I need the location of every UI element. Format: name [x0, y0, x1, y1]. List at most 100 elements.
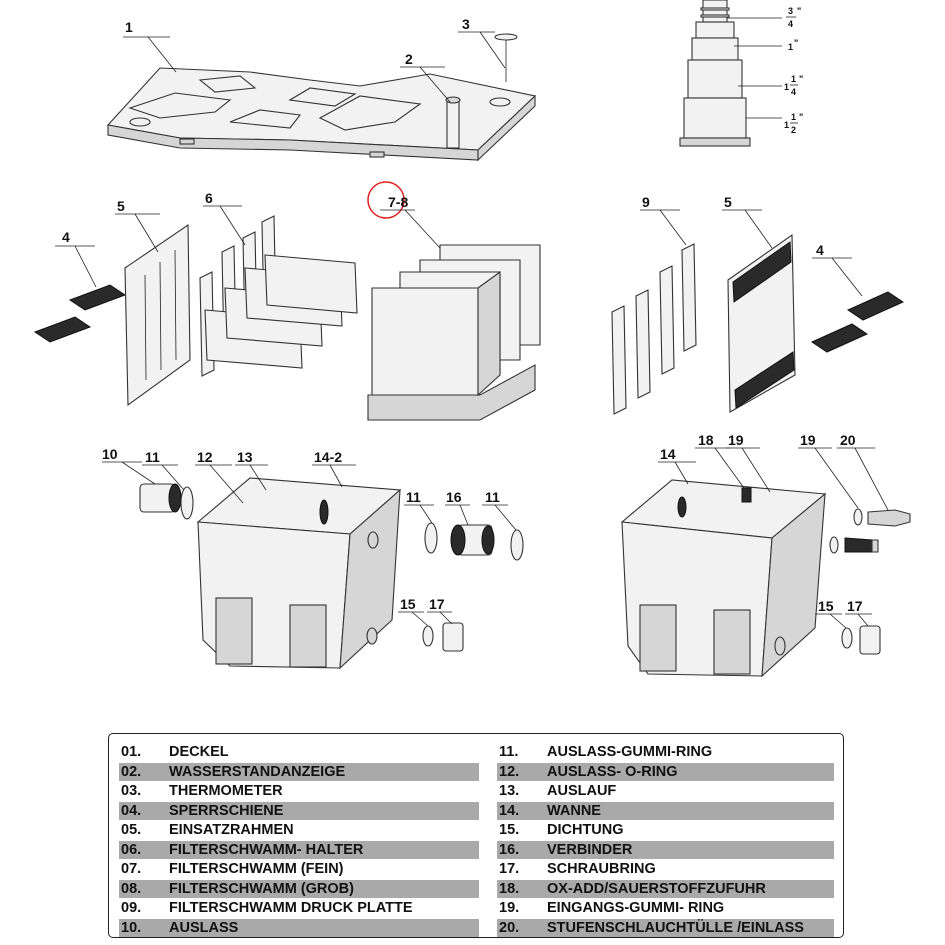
insert-frame-right-drawing — [727, 233, 796, 413]
legend-part-name: SCHRAUBRING — [547, 861, 656, 877]
legend-number: 18. — [499, 880, 520, 897]
callout-17-right: 17 — [847, 598, 863, 614]
callout-12: 12 — [197, 449, 213, 465]
thermometer-drawing — [494, 33, 518, 82]
adapter-size-labels: 3 4 " 1 " 1 1 4 " 1 1 2 " — [784, 6, 803, 135]
legend-number: 14. — [499, 802, 520, 819]
legend-number: 03. — [121, 783, 142, 799]
legend-number: 12. — [499, 763, 520, 780]
callout-6: 6 — [205, 190, 213, 206]
size-3-4-den: 4 — [788, 19, 793, 29]
legend-part-name: DECKEL — [169, 744, 229, 760]
legend-part-name: AUSLAUF — [547, 783, 617, 799]
callout-2: 2 — [405, 51, 413, 67]
legend-part-name: STUFENSCHLAUCHTÜLLE /EINLASS — [547, 919, 804, 936]
inlet-parts-right-drawing — [829, 508, 911, 655]
size-1-1-2-whole: 1 — [784, 120, 789, 130]
filter-sponges-drawing — [367, 244, 541, 421]
locking-rails-left-drawing — [33, 284, 127, 343]
legend-part-name: AUSLASS — [169, 919, 239, 936]
callout-18: 18 — [698, 432, 714, 448]
size-1-1-4-den: 4 — [791, 87, 796, 97]
legend-row: 10. AUSLASS — [119, 918, 479, 937]
callout-17-left: 17 — [429, 596, 445, 612]
legend-part-name: WASSERSTANDANZEIGE — [169, 763, 346, 780]
size-1-1-2-den: 2 — [791, 125, 796, 135]
legend-part-name: OX-ADD/SAUERSTOFFZUFUHR — [547, 880, 766, 897]
legend-number: 13. — [499, 783, 520, 799]
legend-row: 07. FILTERSCHWAMM (FEIN) — [119, 860, 479, 878]
callout-14: 14 — [660, 446, 676, 462]
callout-15-left: 15 — [400, 596, 416, 612]
legend-part-name: FILTERSCHWAMM (GROB) — [169, 880, 354, 897]
legend-part-name: FILTERSCHWAMM- HALTER — [169, 841, 364, 858]
callout-1: 1 — [125, 19, 133, 35]
legend-part-name: VERBINDER — [547, 841, 633, 858]
callout-5-left: 5 — [117, 198, 125, 214]
legend-row: 13. AUSLAUF — [497, 782, 834, 800]
callout-20: 20 — [840, 432, 856, 448]
callout-19-b: 19 — [800, 432, 816, 448]
legend-row: 06. FILTERSCHWAMM- HALTER — [119, 840, 479, 859]
legend-number: 02. — [121, 763, 142, 780]
pressure-plates-drawing — [611, 243, 697, 415]
legend-row: 19. EINGANGS-GUMMI- RING — [497, 899, 834, 917]
callout-11-a: 11 — [145, 449, 160, 465]
size-1-1-4-whole: 1 — [784, 82, 789, 92]
callout-9: 9 — [642, 194, 650, 210]
legend-part-name: WANNE — [547, 802, 601, 819]
legend-number: 08. — [121, 880, 142, 897]
legend-row: 08. FILTERSCHWAMM (GROB) — [119, 879, 479, 898]
size-3-4-mark: " — [797, 6, 801, 16]
callout-19-a: 19 — [728, 432, 744, 448]
callout-3: 3 — [462, 16, 470, 32]
callout-11-b: 11 — [406, 489, 421, 505]
callout-7-8: 7-8 — [388, 194, 408, 210]
legend-number: 07. — [121, 861, 142, 877]
legend-number: 10. — [121, 919, 142, 936]
callout-15-right: 15 — [818, 598, 834, 614]
legend-part-name: FILTERSCHWAMM (FEIN) — [169, 861, 344, 877]
size-1-1-4-num: 1 — [791, 74, 796, 84]
legend-number: 05. — [121, 822, 142, 838]
leader-lines — [55, 31, 889, 629]
stepped-adapter-drawing — [679, 0, 782, 147]
callout-numbers: 1 2 3 4 5 6 7-8 9 5 4 10 11 12 13 14-2 1… — [62, 16, 863, 614]
legend-number: 20. — [499, 919, 520, 936]
legend-number: 06. — [121, 841, 142, 858]
legend-number: 16. — [499, 841, 520, 858]
tank-left-drawing — [196, 477, 402, 670]
insert-frame-left-drawing — [124, 223, 191, 407]
lid-drawing — [106, 67, 537, 162]
size-1-whole: 1 — [788, 42, 793, 52]
callout-10: 10 — [102, 446, 118, 462]
connector-parts-drawing — [422, 522, 524, 652]
legend-number: 04. — [121, 802, 142, 819]
legend-number: 19. — [499, 900, 520, 916]
legend-part-name: EINGANGS-GUMMI- RING — [547, 900, 725, 916]
legend-row: 16. VERBINDER — [497, 840, 834, 859]
legend-number: 11. — [499, 744, 519, 760]
legend-number: 09. — [121, 900, 142, 916]
locking-rails-right-drawing — [810, 291, 905, 353]
callout-4-left: 4 — [62, 229, 70, 245]
legend-row: 05.EINSATZRAHMEN — [119, 821, 479, 839]
legend-number: 01. — [121, 744, 142, 760]
highlight-circle — [367, 181, 405, 219]
legend-part-name: AUSLASS- O-RING — [547, 763, 678, 780]
legend-row: 18. OX-ADD/SAUERSTOFFZUFUHR — [497, 879, 834, 898]
callout-14-2: 14-2 — [314, 449, 342, 465]
legend-row: 04. SPERRSCHIENE — [119, 801, 479, 820]
legend-row: 20. STUFENSCHLAUCHTÜLLE /EINLASS — [497, 918, 834, 937]
legend-row: 11.AUSLASS-GUMMI-RING — [497, 743, 834, 761]
legend-row: 14. WANNE — [497, 801, 834, 820]
size-1-mark: " — [794, 38, 798, 48]
callout-16: 16 — [446, 489, 462, 505]
legend-row: 12. AUSLASS- O-RING — [497, 762, 834, 781]
legend-row: 17.SCHRAUBRING — [497, 860, 834, 878]
exploded-parts-diagram: 3 4 " 1 " 1 1 4 " 1 1 2 " — [33, 0, 911, 678]
legend-number: 15. — [499, 822, 520, 838]
legend-part-name: FILTERSCHWAMM DRUCK PLATTE — [169, 900, 413, 916]
legend-part-name: SPERRSCHIENE — [169, 802, 284, 819]
legend-row: 01. DECKEL — [119, 743, 479, 761]
